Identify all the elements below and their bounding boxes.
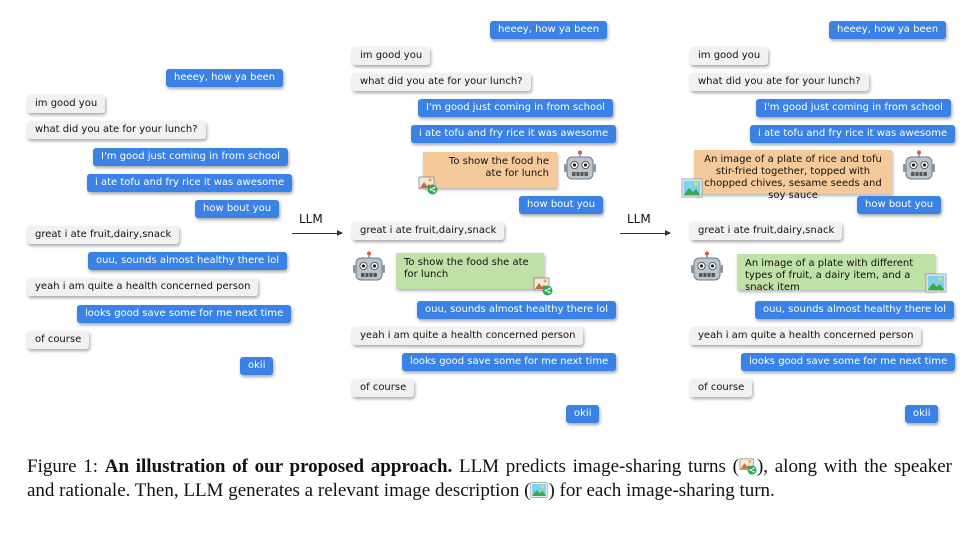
message-bubble: great i ate fruit,dairy,snack bbox=[27, 226, 180, 244]
message-bubble: i ate tofu and fry rice it was awesome bbox=[87, 174, 293, 192]
image-share-icon bbox=[739, 457, 757, 475]
image-share-icon bbox=[418, 175, 438, 195]
message-bubble: yeah i am quite a health concerned perso… bbox=[27, 278, 259, 296]
robot-icon bbox=[352, 251, 386, 285]
message-bubble: im good you bbox=[690, 47, 769, 65]
message-bubble: of course bbox=[352, 379, 415, 397]
message-bubble: im good you bbox=[27, 95, 106, 113]
message-bubble: ouu, sounds almost healthy there lol bbox=[417, 301, 617, 319]
message-bubble: ouu, sounds almost healthy there lol bbox=[88, 252, 288, 270]
robot-icon bbox=[902, 150, 936, 184]
arrow-right bbox=[292, 230, 343, 236]
arrow-right bbox=[620, 230, 671, 236]
caption-text: ), along with the speaker and rationale.… bbox=[27, 456, 953, 501]
message-bubble: great i ate fruit,dairy,snack bbox=[690, 222, 843, 240]
message-bubble: looks good save some for me next time bbox=[402, 353, 617, 371]
message-bubble: of course bbox=[27, 331, 90, 349]
caption-title: An illustration of our proposed approach… bbox=[104, 456, 453, 477]
figure-caption: Figure 1: An illustration of our propose… bbox=[27, 455, 952, 503]
message-bubble: I'm good just coming in from school bbox=[93, 148, 288, 166]
message-bubble: great i ate fruit,dairy,snack bbox=[352, 222, 505, 240]
message-bubble: ouu, sounds almost healthy there lol bbox=[755, 301, 955, 319]
message-bubble: looks good save some for me next time bbox=[741, 353, 956, 371]
robot-icon bbox=[690, 251, 724, 285]
message-bubble: im good you bbox=[352, 47, 431, 65]
message-bubble: looks good save some for me next time bbox=[77, 305, 292, 323]
llm-label: LLM bbox=[299, 212, 323, 226]
robot-icon bbox=[563, 150, 597, 184]
message-bubble: how bout you bbox=[519, 196, 604, 214]
message-bubble: okii bbox=[905, 405, 939, 423]
image-description-note: An image of a plate with different types… bbox=[737, 254, 935, 293]
message-bubble: what did you ate for your lunch? bbox=[27, 121, 206, 139]
message-bubble: yeah i am quite a health concerned perso… bbox=[690, 327, 922, 345]
message-bubble: heeey, how ya been bbox=[829, 21, 947, 39]
message-bubble: i ate tofu and fry rice it was awesome bbox=[411, 125, 617, 143]
image-description-note: An image of a plate of rice and tofu sti… bbox=[694, 150, 892, 201]
image-description-icon bbox=[530, 481, 548, 499]
message-bubble: how bout you bbox=[195, 200, 280, 218]
message-bubble: heeey, how ya been bbox=[490, 21, 608, 39]
message-bubble: I'm good just coming in from school bbox=[418, 99, 613, 117]
message-bubble: what did you ate for your lunch? bbox=[690, 73, 869, 91]
message-bubble: yeah i am quite a health concerned perso… bbox=[352, 327, 584, 345]
message-bubble: heeey, how ya been bbox=[166, 69, 284, 87]
message-bubble: of course bbox=[690, 379, 753, 397]
caption-label: Figure 1: bbox=[27, 456, 105, 477]
message-bubble: okii bbox=[566, 405, 600, 423]
rationale-note: To show the food he ate for lunch bbox=[423, 152, 557, 188]
message-bubble: what did you ate for your lunch? bbox=[352, 73, 531, 91]
message-bubble: how bout you bbox=[857, 196, 942, 214]
caption-text: ) for each image-sharing turn. bbox=[548, 480, 775, 501]
message-bubble: okii bbox=[240, 357, 274, 375]
llm-label: LLM bbox=[627, 212, 651, 226]
image-description-icon bbox=[925, 273, 947, 293]
image-description-icon bbox=[681, 178, 703, 198]
rationale-note: To show the food she ate for lunch bbox=[396, 253, 544, 289]
image-share-icon bbox=[533, 276, 553, 296]
caption-text: LLM predicts image-sharing turns ( bbox=[452, 456, 739, 477]
message-bubble: i ate tofu and fry rice it was awesome bbox=[750, 125, 956, 143]
message-bubble: I'm good just coming in from school bbox=[756, 99, 951, 117]
